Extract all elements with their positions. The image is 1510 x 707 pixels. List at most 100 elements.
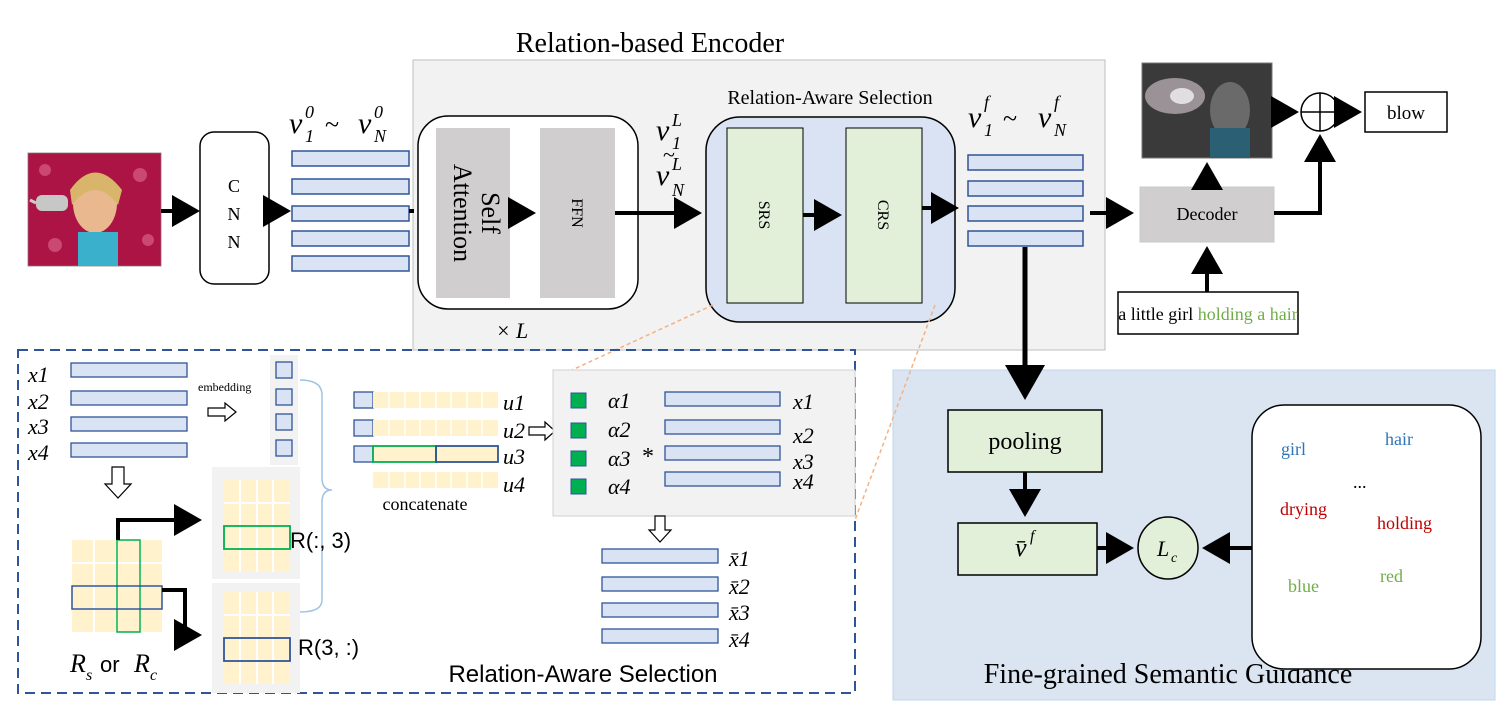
- multiply-symbol: *: [642, 444, 654, 470]
- svg-text:c: c: [1171, 551, 1178, 566]
- svg-text:u3: u3: [503, 444, 525, 469]
- ras-title-bottom: Relation-Aware Selection: [448, 661, 717, 688]
- crs-label: CRS: [874, 200, 891, 230]
- svg-text:~: ~: [1003, 104, 1017, 133]
- svg-text:L: L: [671, 110, 682, 130]
- embedding-arrow-icon: [207, 401, 237, 423]
- svg-text:f: f: [984, 92, 992, 112]
- self-attention-block: [436, 128, 510, 298]
- concat-brace: [299, 379, 333, 613]
- embedding-cells: [275, 361, 293, 457]
- svg-text:L: L: [1156, 536, 1169, 561]
- final-feature-vectors: [967, 154, 1084, 247]
- svg-text:u1: u1: [503, 390, 525, 415]
- u-vectors: [353, 391, 499, 488]
- encoder-title: Relation-based Encoder: [516, 28, 785, 59]
- svg-text:~: ~: [325, 110, 339, 139]
- vl-label: v 1 L ~ v N L: [656, 110, 685, 200]
- word-hair: hair: [1385, 429, 1413, 449]
- pooling-block: [947, 409, 1103, 473]
- v0-label: v 1 0 ~ v N 0: [289, 102, 387, 146]
- svg-text:x1: x1: [27, 362, 49, 387]
- svg-text:L: L: [671, 154, 682, 174]
- svg-text:~: ~: [663, 142, 675, 167]
- r-row-label: R(3, :): [298, 635, 359, 660]
- alpha-weights: [570, 392, 587, 495]
- svg-text:c: c: [150, 667, 157, 684]
- r-column-label: R(:, 3): [290, 528, 351, 553]
- svg-text:N: N: [373, 126, 387, 146]
- ellipsis: ...: [1353, 472, 1367, 492]
- row-selection-matrix: [223, 592, 291, 684]
- svg-text:α4: α4: [608, 474, 631, 499]
- cnn-label-n2: N: [228, 232, 241, 252]
- svg-text:N: N: [671, 180, 685, 200]
- svg-text:x2: x2: [27, 389, 49, 414]
- svg-text:0: 0: [374, 102, 383, 122]
- svg-text:f: f: [1030, 528, 1037, 545]
- word-drying: drying: [1280, 499, 1327, 519]
- ffn-label: FFN: [568, 198, 585, 228]
- svg-text:or: or: [100, 652, 120, 677]
- ras-title-top: Relation-Aware Selection: [727, 87, 932, 109]
- crs-block: [845, 127, 923, 304]
- svg-text:s: s: [86, 667, 92, 684]
- vf-label: v 1 f ~ v N f: [968, 92, 1067, 140]
- svg-text:v: v: [358, 107, 372, 140]
- svg-text:x1: x1: [792, 389, 814, 414]
- svg-text:v: v: [656, 114, 670, 147]
- svg-text:x4: x4: [792, 469, 814, 494]
- word-red: red: [1380, 566, 1403, 586]
- svg-text:x3: x3: [27, 414, 49, 439]
- cnn-label-n1: N: [228, 204, 241, 224]
- input-image: [27, 152, 162, 267]
- svg-text:x3: x3: [792, 449, 814, 474]
- attention-label: Attention: [448, 164, 477, 262]
- vbar-f-label: v̄ f: [1015, 528, 1037, 562]
- self-label: Self: [476, 192, 505, 234]
- u-labels: u1 u2 u3 u4: [503, 390, 525, 497]
- caption-box: [1117, 291, 1299, 335]
- word-blue: blue: [1288, 576, 1319, 596]
- srs-block: [726, 127, 804, 304]
- cnn-label-c: C: [228, 176, 240, 196]
- semantic-words: girl hair ... drying holding blue red: [1280, 429, 1432, 596]
- svg-text:u2: u2: [503, 418, 525, 443]
- xbar-vectors: [601, 548, 719, 644]
- column-selection-matrix: [223, 480, 291, 572]
- pooled-feature-block: [957, 522, 1098, 576]
- svg-text:α2: α2: [608, 417, 631, 442]
- svg-text:N: N: [1053, 120, 1067, 140]
- svg-text:v: v: [656, 159, 670, 192]
- output-word: blow: [1387, 103, 1425, 124]
- svg-text:x2: x2: [792, 423, 814, 448]
- svg-text:R: R: [69, 649, 86, 678]
- relation-matrix: [71, 539, 163, 633]
- lc-label: L c: [1156, 536, 1178, 566]
- down-arrow-icon: [103, 466, 133, 499]
- repeat-l-label: × L: [496, 318, 529, 343]
- ras-detail-panel: [17, 349, 856, 694]
- svg-text:u4: u4: [503, 472, 525, 497]
- embedding-label: embedding: [198, 380, 251, 394]
- output-word-box: [1364, 91, 1448, 133]
- svg-text:1: 1: [984, 120, 993, 140]
- rs-or-rc-label: R s or R c: [69, 649, 157, 684]
- svg-text:x4: x4: [27, 440, 49, 465]
- word-girl: girl: [1281, 439, 1306, 459]
- word-holding: holding: [1377, 513, 1432, 533]
- svg-text:f: f: [1054, 92, 1062, 112]
- svg-text:0: 0: [305, 102, 314, 122]
- ffn-block: [540, 128, 615, 298]
- svg-text:x̄2: x̄2: [728, 574, 750, 599]
- semantic-words-box: [1251, 404, 1482, 670]
- srs-label: SRS: [755, 201, 772, 229]
- svg-text:v̄: v̄: [1015, 533, 1027, 562]
- svg-text:x̄4: x̄4: [728, 627, 750, 652]
- svg-text:R: R: [133, 649, 150, 678]
- caption-text: a little girl holding a hair: [1118, 304, 1297, 324]
- svg-text:1: 1: [305, 126, 314, 146]
- svg-text:α3: α3: [608, 446, 631, 471]
